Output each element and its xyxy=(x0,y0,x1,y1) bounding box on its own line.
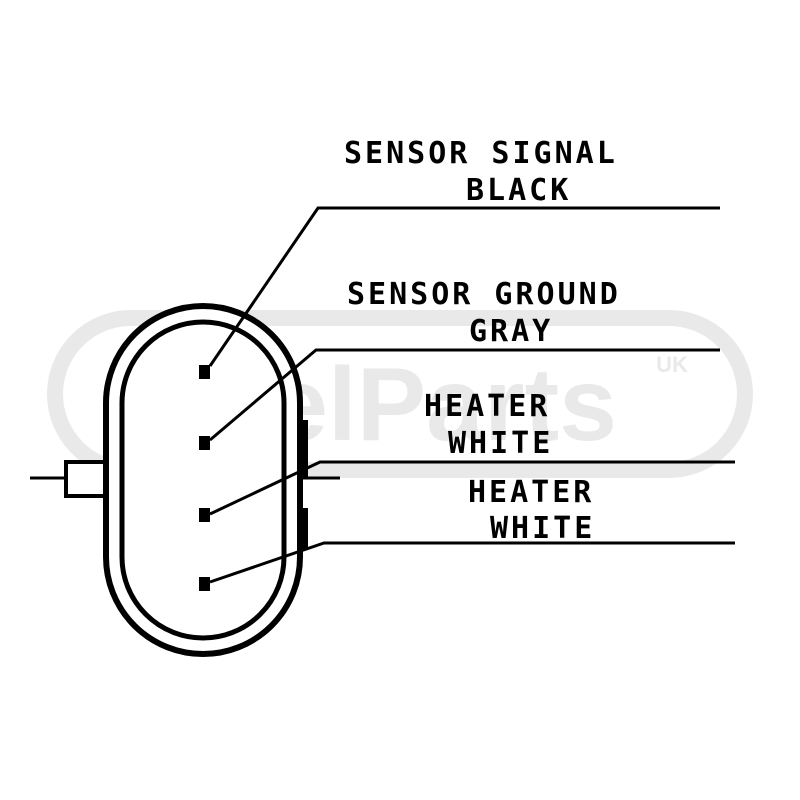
pin-3-function-label: HEATER xyxy=(424,389,551,424)
pin-3-wire-color-label: WHITE xyxy=(448,426,554,461)
pin-4-wire-color-label: WHITE xyxy=(490,511,596,546)
pin-1-leader-line xyxy=(208,206,720,367)
pin-2-terminal xyxy=(199,436,210,450)
pin-1-terminal xyxy=(199,365,210,379)
pin-3-terminal xyxy=(199,508,210,522)
watermark-region-text: UK xyxy=(656,352,688,377)
pin-2-wire-color-label: GRAY xyxy=(469,314,554,349)
pin-1-function-label: SENSOR SIGNAL xyxy=(344,136,618,171)
pin-4-leader-line xyxy=(209,541,735,584)
pin-3-leader-line xyxy=(209,460,735,516)
watermark-ring xyxy=(47,310,753,478)
key-rib-upper xyxy=(300,420,308,478)
pin-4-terminal xyxy=(199,577,210,591)
locking-tab xyxy=(64,460,108,498)
pin-4-function-label: HEATER xyxy=(468,475,595,510)
key-rib-lower xyxy=(300,508,308,550)
pin-1-wire-color-label: BLACK xyxy=(466,173,572,208)
pin-2-function-label: SENSOR GROUND xyxy=(347,277,621,312)
pin-2-leader-line xyxy=(209,348,720,442)
